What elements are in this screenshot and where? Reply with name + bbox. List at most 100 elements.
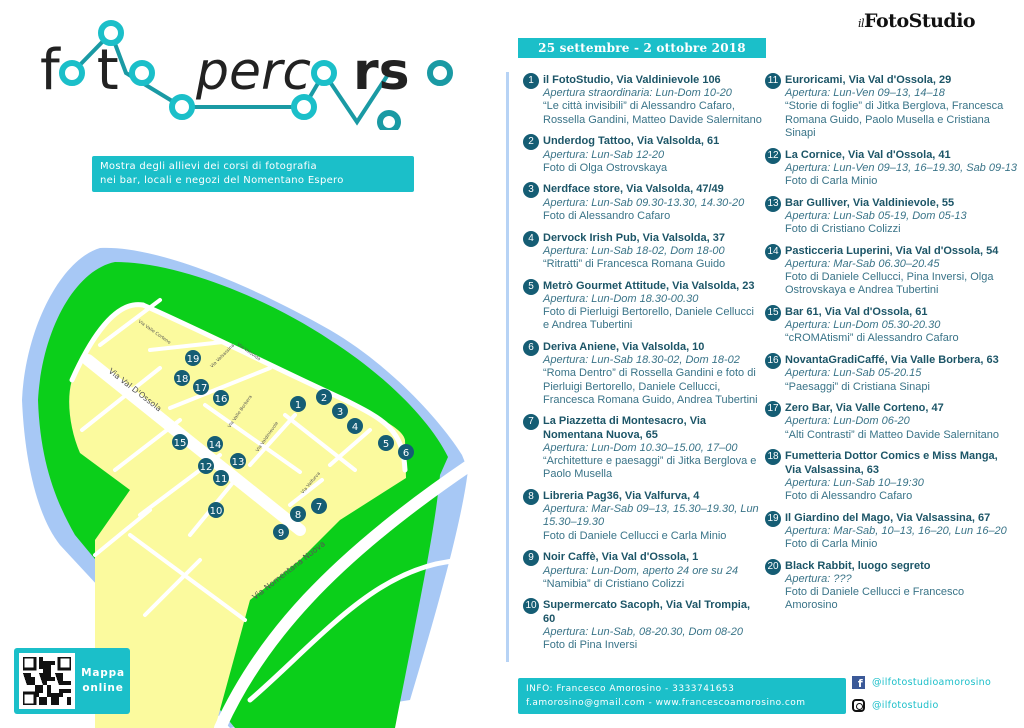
qr-code[interactable] <box>19 653 75 709</box>
venue-description: Foto di Carla Minio <box>785 538 878 551</box>
venue-description: “Roma Dentro” di Rossella Gandini e foto… <box>543 367 758 406</box>
marker-number: 5 <box>383 439 389 450</box>
marker-number: 7 <box>316 502 322 513</box>
venue-entry: 17 Zero Bar, Via Valle Corteno, 47 Apert… <box>765 401 1017 442</box>
marker-number: 8 <box>295 510 301 521</box>
venue-hours: Apertura: Lun-Sab 09.30-13.30, 14.30-20 <box>543 196 745 209</box>
venue-entry: 12 La Cornice, Via Val d'Ossola, 41 Aper… <box>765 147 1017 189</box>
map-marker[interactable]: 3 <box>332 403 348 419</box>
marker-number: 14 <box>209 440 222 451</box>
map-marker[interactable]: 13 <box>230 453 246 469</box>
map-marker[interactable]: 15 <box>172 434 188 450</box>
venue-name: Zero Bar, Via Valle Corteno, 47 <box>785 402 944 415</box>
venue-entry: 11 Euroricami, Via Val d'Ossola, 29 Aper… <box>765 73 1017 140</box>
venue-name: Libreria Pag36, Via Valfurva, 4 <box>543 489 700 502</box>
map-marker[interactable]: 11 <box>213 470 229 486</box>
venue-description: Foto di Daniele Cellucci, Pina Inversi, … <box>785 271 994 297</box>
marker-number: 2 <box>321 393 327 404</box>
map-marker[interactable]: 2 <box>316 389 332 405</box>
map-marker[interactable]: 14 <box>207 436 223 452</box>
info-box: INFO: Francesco Amorosino - 3333741653 f… <box>518 678 846 714</box>
divider <box>506 72 509 662</box>
marker-number: 4 <box>352 422 358 433</box>
venue-description: Foto di Pina Inversi <box>543 639 638 652</box>
venue-hours: Apertura: Lun-Sab 05-19, Dom 05-13 <box>785 209 967 222</box>
map-marker[interactable]: 17 <box>193 379 209 395</box>
marker-number: 9 <box>278 528 284 539</box>
venue-entry: 6 Deriva Aniene, Via Valsolda, 10 Apertu… <box>523 339 763 407</box>
map-marker[interactable]: 12 <box>198 458 214 474</box>
map-marker[interactable]: 1 <box>290 396 306 412</box>
venue-hours: Apertura straordinaria: Lun-Dom 10-20 <box>543 87 732 100</box>
subtitle-line: Mostra degli allievi dei corsi di fotogr… <box>100 161 317 172</box>
map-marker[interactable]: 4 <box>347 418 363 434</box>
venue-entry: 5 Metrò Gourmet Attitude, Via Valsolda, … <box>523 278 763 333</box>
event-dates: 25 settembre - 2 ottobre 2018 <box>518 38 766 58</box>
venue-entry: 19 Il Giardino del Mago, Via Valsassina,… <box>765 510 1017 552</box>
venue-description: “Storie di foglie” di Jitka Berglova, Fr… <box>785 100 1004 139</box>
venue-number-badge: 4 <box>523 230 539 247</box>
info-web[interactable]: f.amorosino@gmail.com - www.francescoamo… <box>526 698 806 708</box>
marker-number: 18 <box>176 374 189 385</box>
venue-list-right: 11 Euroricami, Via Val d'Ossola, 29 Aper… <box>765 73 1017 621</box>
venue-number-badge: 7 <box>523 414 539 431</box>
map-marker[interactable]: 6 <box>398 444 414 460</box>
map-online-qr[interactable]: Mappa online <box>14 648 130 714</box>
venue-name: Noir Caffè, Via Val d'Ossola, 1 <box>543 551 699 564</box>
map-marker[interactable]: 8 <box>290 506 306 522</box>
venue-name: Bar Gulliver, Via Valdinievole, 55 <box>785 196 955 209</box>
venue-entry: 2 Underdog Tattoo, Via Valsolda, 61 Aper… <box>523 134 763 175</box>
venue-description: Foto di Daniele Cellucci e Francesco Amo… <box>785 586 965 612</box>
map-marker[interactable]: 18 <box>174 370 190 386</box>
ilfotostudio-logo: ilFotoStudio <box>858 10 976 32</box>
venue-hours: Apertura: Lun-Sab 12-20 <box>543 148 665 161</box>
venue-name: Il Giardino del Mago, Via Valsassina, 67 <box>785 511 991 524</box>
map-marker[interactable]: 10 <box>208 502 224 518</box>
venue-hours: Apertura: Lun-Dom 18.30-00.30 <box>543 292 699 305</box>
info-contact: INFO: Francesco Amorosino - 3333741653 <box>526 684 735 694</box>
venue-hours: Apertura: Lun-Dom 10.30–15.00, 17–00 <box>543 441 738 454</box>
map-marker[interactable]: 9 <box>273 524 289 540</box>
venue-hours: Apertura: Lun-Ven 09–13, 14–18 <box>785 87 945 100</box>
venue-list-left: 1 il FotoStudio, Via Valdinievole 106 Ap… <box>523 73 763 661</box>
venue-entry: 13 Bar Gulliver, Via Valdinievole, 55 Ap… <box>765 195 1017 237</box>
venue-hours: Apertura: Lun-Sab 18-02, Dom 18-00 <box>543 244 725 257</box>
venue-name: NovantaGradiCaffé, Via Valle Borbera, 63 <box>785 354 999 367</box>
venue-name: Supermercato Sacoph, Via Val Trompia, 60 <box>543 599 751 625</box>
map-marker[interactable]: 19 <box>185 350 201 366</box>
venue-hours: Apertura: ??? <box>785 573 852 585</box>
venue-hours: Apertura: Lun-Dom 05.30-20.30 <box>785 319 941 332</box>
venue-name: La Cornice, Via Val d'Ossola, 41 <box>785 148 951 161</box>
venue-hours: Apertura: Mar-Sab, 10–13, 16–20, Lun 16–… <box>785 524 1007 537</box>
venue-entry: 9 Noir Caffè, Via Val d'Ossola, 1 Apertu… <box>523 550 763 591</box>
venue-number-badge: 6 <box>523 339 539 356</box>
subtitle-box: Mostra degli allievi dei corsi di fotogr… <box>92 156 414 192</box>
venue-description: “Ritratti” di Francesca Romana Guido <box>543 257 726 270</box>
marker-number: 6 <box>403 448 409 459</box>
map-marker[interactable]: 7 <box>311 498 327 514</box>
venue-description: Foto di Alessandro Cafaro <box>543 209 671 222</box>
instagram-link[interactable]: @ilfotostudio <box>852 699 939 712</box>
subtitle-line: nei bar, locali e negozi del Nomentano E… <box>100 175 344 186</box>
venue-description: Foto di Cristiano Colizzi <box>785 223 901 236</box>
venue-entry: 1 il FotoStudio, Via Valdinievole 106 Ap… <box>523 73 763 127</box>
venue-description: Foto di Alessandro Cafaro <box>785 489 913 502</box>
map-marker[interactable]: 16 <box>213 390 229 406</box>
venue-number-badge: 3 <box>523 182 539 199</box>
map-marker[interactable]: 5 <box>378 435 394 451</box>
venue-number-badge: 2 <box>523 134 539 151</box>
venue-entry: 20 Black Rabbit, luogo segreto Apertura:… <box>765 558 1017 613</box>
qr-label-line: Mappa <box>81 667 125 679</box>
venue-name: Nerdface store, Via Valsolda, 47/49 <box>543 183 724 196</box>
venue-number-badge: 14 <box>765 243 781 260</box>
facebook-link[interactable]: f @ilfotostudioamorosino <box>852 676 991 690</box>
venue-hours: Apertura: Lun-Sab 18.30-02, Dom 18-02 <box>543 354 740 367</box>
venue-name: Underdog Tattoo, Via Valsolda, 61 <box>543 135 720 148</box>
venue-name: La Piazzetta di Montesacro, Via Nomentan… <box>543 415 707 441</box>
venue-hours: Apertura: Lun-Dom, aperto 24 ore su 24 <box>543 564 739 577</box>
venue-hours: Apertura: Lun-Sab 05-20.15 <box>785 367 922 380</box>
instagram-handle: @ilfotostudio <box>872 700 939 711</box>
marker-number: 1 <box>295 400 301 411</box>
venue-number-badge: 17 <box>765 401 781 418</box>
